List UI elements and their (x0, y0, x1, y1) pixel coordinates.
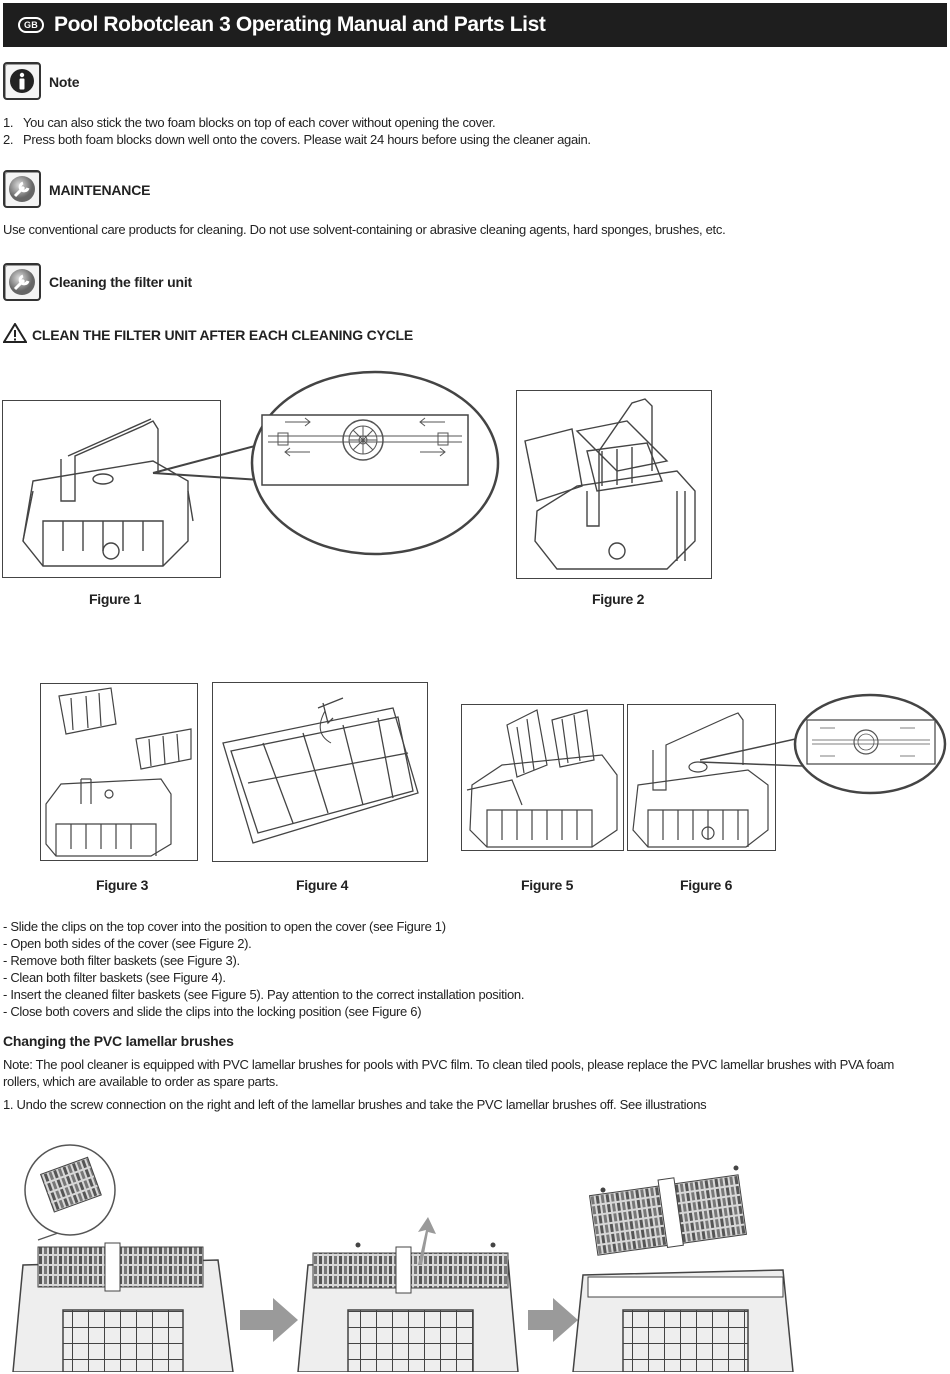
wrench-icon (3, 263, 41, 301)
list-item: - Clean both filter baskets (see Figure … (3, 970, 226, 985)
filter-warning: CLEAN THE FILTER UNIT AFTER EACH CLEANIN… (32, 327, 414, 343)
page-header: GB Pool Robotclean 3 Operating Manual an… (3, 3, 947, 47)
figure-6-caption: Figure 6 (680, 877, 733, 893)
list-item: - Open both sides of the cover (see Figu… (3, 936, 252, 951)
list-item: - Close both covers and slide the clips … (3, 1004, 422, 1019)
figure-1-zoom-callout (150, 370, 500, 556)
figure-4-caption: Figure 4 (296, 877, 349, 893)
figure-1-caption: Figure 1 (89, 591, 142, 607)
brush-removal-illustration (8, 1135, 808, 1372)
figure-5-caption: Figure 5 (521, 877, 574, 893)
figure-2-image (516, 390, 712, 579)
info-icon (3, 62, 41, 100)
steps-list: - Slide the clips on the top cover into … (3, 918, 903, 1020)
figure-3-caption: Figure 3 (96, 877, 149, 893)
cleaner-unit-2 (297, 1217, 519, 1372)
list-item: 1.You can also stick the two foam blocks… (3, 115, 496, 130)
brushes-note: Note: The pool cleaner is equipped with … (3, 1057, 895, 1089)
figure-5-image (461, 704, 624, 851)
language-badge: GB (18, 17, 44, 33)
note-title: Note (49, 74, 80, 90)
maintenance-text: Use conventional care products for clean… (3, 222, 726, 237)
wrench-icon (3, 170, 41, 208)
figure-6-image (627, 704, 776, 851)
cleaner-unit-1 (12, 1144, 234, 1372)
page-title: Pool Robotclean 3 Operating Manual and P… (54, 13, 546, 36)
warning-triangle-icon (3, 323, 27, 343)
figure-3-image (40, 683, 198, 861)
brushes-title: Changing the PVC lamellar brushes (3, 1033, 234, 1049)
filter-title: Cleaning the filter unit (49, 274, 192, 290)
figure-2-caption: Figure 2 (592, 591, 645, 607)
cleaner-unit-3 (572, 1165, 794, 1372)
note-list: 1.You can also stick the two foam blocks… (3, 115, 903, 148)
figure-1-image (2, 400, 221, 578)
list-item: - Slide the clips on the top cover into … (3, 919, 446, 934)
list-item: - Remove both filter baskets (see Figure… (3, 953, 240, 968)
list-item: 2.Press both foam blocks down well onto … (3, 131, 591, 147)
maintenance-title: MAINTENANCE (49, 182, 151, 198)
list-item: - Insert the cleaned filter baskets (see… (3, 987, 525, 1002)
figure-6-zoom-callout (700, 690, 948, 796)
brushes-step-1: 1. Undo the screw connection on the righ… (3, 1097, 707, 1112)
figure-4-image (212, 682, 428, 862)
